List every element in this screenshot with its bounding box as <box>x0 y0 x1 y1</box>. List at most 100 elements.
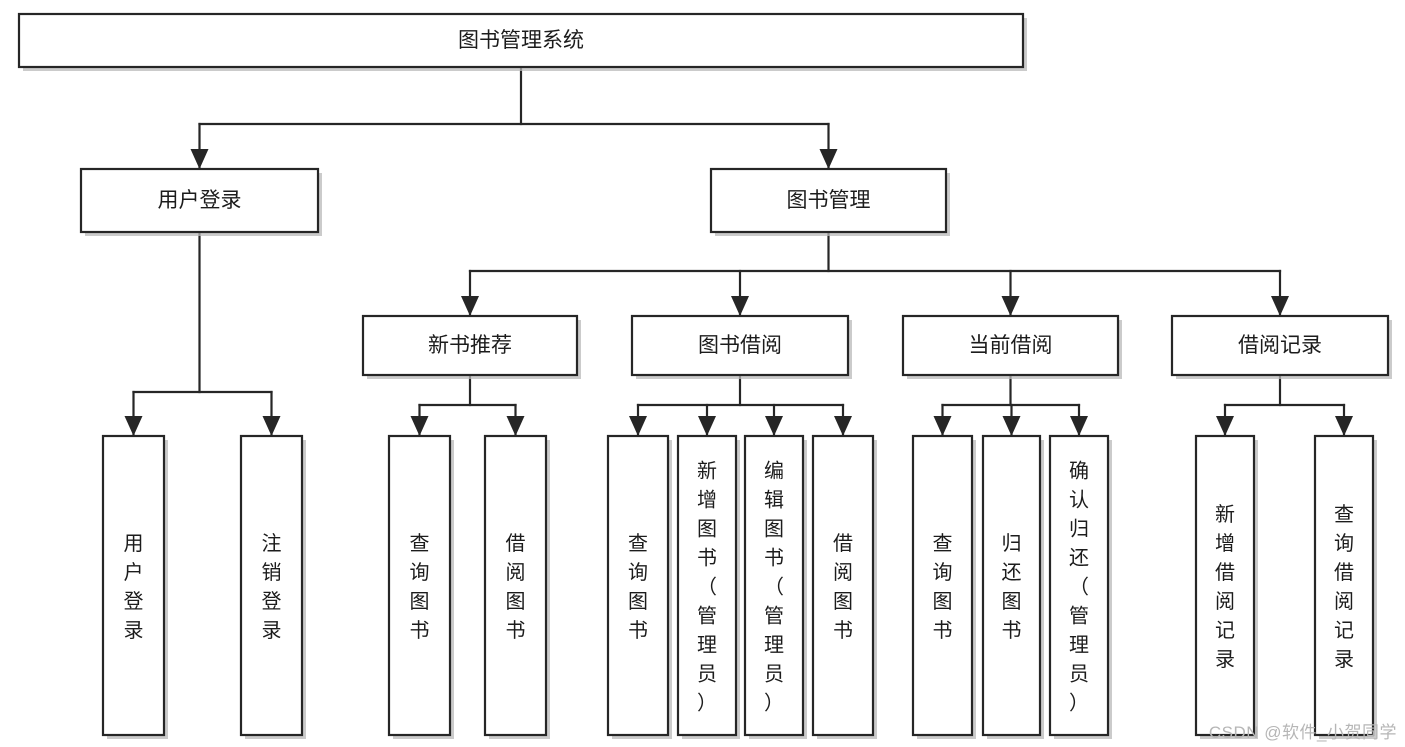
node-label-char: 书 <box>833 619 853 642</box>
arrow-head-icon <box>410 416 429 436</box>
node-label-char: 注 <box>262 532 282 555</box>
node-label-char: 图 <box>506 591 526 613</box>
arrow-head-icon <box>1335 416 1353 436</box>
node-label-char: 借 <box>506 532 526 555</box>
node-label-char: 用 <box>124 533 144 555</box>
node-box[interactable] <box>79 167 320 234</box>
node-label-char: 借 <box>833 532 853 555</box>
node-box[interactable] <box>1313 434 1375 737</box>
node-box[interactable] <box>981 434 1042 737</box>
node-box[interactable] <box>901 314 1120 377</box>
node-label: 图书管理系统 <box>458 29 584 52</box>
node-label-char: 管 <box>764 605 784 628</box>
arrow-head-icon <box>629 416 647 436</box>
node-box[interactable] <box>387 434 452 737</box>
node-box[interactable] <box>676 434 738 737</box>
node-label-char: 书 <box>697 547 717 570</box>
node-new-book-recommend[interactable]: 新书推荐 <box>361 314 581 379</box>
node-label-char: 书 <box>506 619 526 642</box>
node-label-char: 书 <box>764 547 784 570</box>
node-label-char: 增 <box>697 489 717 512</box>
node-label-char: 理 <box>1069 635 1089 657</box>
node-root[interactable]: 图书管理系统 <box>17 12 1027 71</box>
node-label-char: 新 <box>1215 503 1235 526</box>
arrow-head-icon <box>731 296 749 316</box>
node-label: 图书管理 <box>787 189 871 212</box>
node-box[interactable] <box>811 434 875 737</box>
node-box[interactable] <box>911 434 974 737</box>
node-label-char: 员 <box>1069 664 1089 686</box>
node-label-char: 归 <box>1002 532 1022 555</box>
node-label-char: 新 <box>697 460 717 483</box>
node-current-borrow[interactable]: 当前借阅 <box>901 314 1122 379</box>
node-label-char: 登 <box>124 590 144 613</box>
node-box[interactable] <box>17 12 1025 69</box>
arrow-head-icon <box>1002 416 1021 436</box>
node-box[interactable] <box>361 314 579 377</box>
node-label-char: 查 <box>410 532 430 555</box>
node-label-char: ） <box>697 692 717 715</box>
node-box[interactable] <box>1048 434 1110 737</box>
node-user-login[interactable]: 用户登录 <box>79 167 322 236</box>
node-label-char: 询 <box>933 561 953 584</box>
node-label-char: 记 <box>1334 619 1354 642</box>
arrow-head-icon <box>698 416 716 436</box>
node-label-char: 阅 <box>1334 590 1354 613</box>
node-book-management[interactable]: 图书管理 <box>709 167 950 236</box>
node-label-char: 登 <box>262 590 282 613</box>
node-label-char: （ <box>697 576 717 599</box>
node-label-char: 理 <box>764 635 784 657</box>
node-label-char: 还 <box>1002 561 1022 584</box>
node-label-char: 还 <box>1069 547 1089 570</box>
node-label-char: 询 <box>628 561 648 584</box>
node-label-char: ） <box>764 692 784 715</box>
node-label-char: 图 <box>1002 591 1022 613</box>
node-label-char: （ <box>1069 576 1089 599</box>
node-label-char: 阅 <box>1215 590 1235 613</box>
node-label-char: 销 <box>262 561 282 584</box>
node-label-char: 理 <box>697 635 717 657</box>
node-label-char: 录 <box>124 620 144 642</box>
node-box[interactable] <box>709 167 948 234</box>
watermark-text: CSDN @软件_小贺同学 <box>1208 723 1397 742</box>
node-box[interactable] <box>483 434 548 737</box>
node-label-char: 借 <box>1215 561 1235 584</box>
node-label-char: 阅 <box>833 561 853 584</box>
node-borrow-record[interactable]: 借阅记录 <box>1170 314 1392 379</box>
node-layer: 图书管理系统用户登录图书管理新书推荐图书借阅当前借阅借阅记录用户登录注销登录查询… <box>17 12 1392 739</box>
node-box[interactable] <box>630 314 850 377</box>
node-label-char: 录 <box>1334 649 1354 671</box>
node-label-char: 编 <box>764 460 784 483</box>
node-leaf-user-login[interactable]: 用户登录 <box>101 434 168 739</box>
node-box[interactable] <box>239 434 304 737</box>
arrow-head-icon <box>834 416 852 436</box>
node-label-char: 书 <box>1002 619 1022 642</box>
node-label-char: 管 <box>697 605 717 628</box>
node-box[interactable] <box>1194 434 1256 737</box>
node-label-char: 员 <box>697 664 717 686</box>
node-box[interactable] <box>743 434 805 737</box>
node-box[interactable] <box>101 434 166 737</box>
node-box[interactable] <box>1170 314 1390 377</box>
node-label: 用户登录 <box>158 189 242 212</box>
node-label-char: 增 <box>1215 532 1235 555</box>
node-label-char: 图 <box>764 519 784 541</box>
node-box[interactable] <box>606 434 670 737</box>
node-book-borrow[interactable]: 图书借阅 <box>630 314 852 379</box>
node-label-char: 户 <box>124 561 144 584</box>
node-label: 新书推荐 <box>428 334 512 357</box>
node-label-char: 归 <box>1069 518 1089 541</box>
